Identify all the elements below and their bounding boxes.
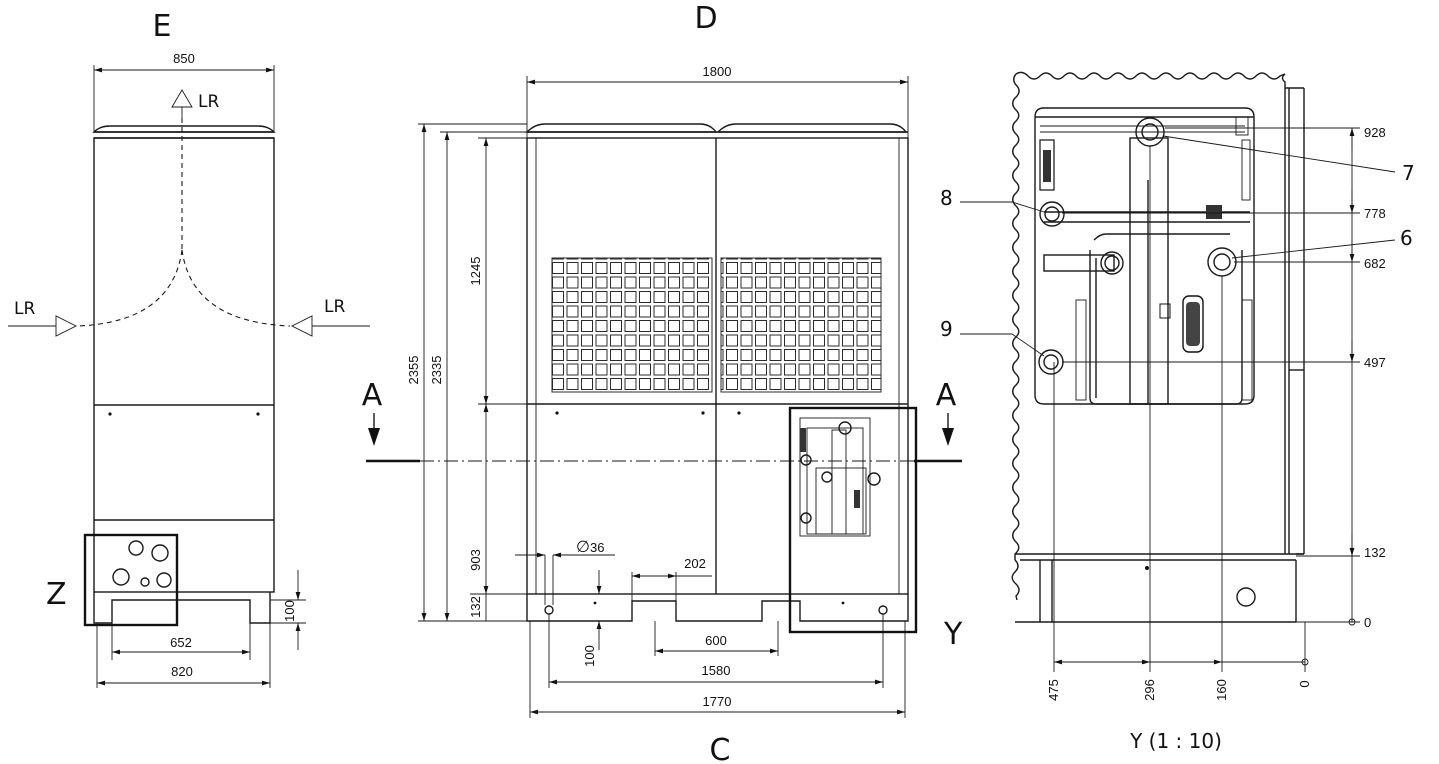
section-label-right: A bbox=[936, 378, 957, 413]
dim-820: 820 bbox=[171, 664, 193, 679]
dim-1580: 1580 bbox=[702, 663, 731, 678]
horiz-296: 296 bbox=[1142, 679, 1157, 701]
dim-36: 36 bbox=[590, 540, 604, 555]
dim-1245: 1245 bbox=[468, 257, 483, 286]
dim-850: 850 bbox=[173, 51, 195, 66]
section-arrow-right-icon bbox=[942, 428, 954, 446]
airflow-label-top: LR bbox=[198, 92, 219, 112]
dim-1800: 1800 bbox=[703, 64, 732, 79]
view-label-d: D bbox=[694, 1, 717, 36]
dim-600: 600 bbox=[705, 633, 727, 648]
view-label-e: E bbox=[153, 9, 172, 44]
height-0: 0 bbox=[1364, 615, 1371, 630]
detail-caption: Y (1 : 10) bbox=[1129, 729, 1222, 753]
unit-body-side bbox=[526, 137, 909, 595]
height-778: 778 bbox=[1364, 206, 1386, 221]
horiz-475: 475 bbox=[1046, 679, 1061, 701]
airflow-arrow-left-icon bbox=[290, 315, 313, 337]
front-view: E 850 LR LR LR bbox=[8, 9, 370, 688]
unit-body bbox=[93, 137, 275, 593]
callout-6: 6 bbox=[1400, 226, 1413, 250]
dim-1770: 1770 bbox=[703, 694, 732, 709]
detail-marker-z: Z bbox=[46, 577, 67, 612]
detail-marker-y: Y bbox=[943, 617, 963, 652]
airflow-arrow-right-icon bbox=[55, 315, 78, 337]
horiz-0: 0 bbox=[1297, 680, 1312, 687]
section-label-left: A bbox=[362, 378, 383, 413]
side-view: D C 1800 2355 2335 1245 bbox=[362, 1, 963, 764]
airflow-arrow-up-icon bbox=[171, 89, 193, 108]
airflow-label-right: LR bbox=[324, 297, 345, 317]
detail-view-y: 928 778 682 497 132 0 475 296 160 0 7 8 … bbox=[940, 71, 1415, 753]
view-label-c: C bbox=[710, 733, 731, 764]
horiz-160: 160 bbox=[1214, 679, 1229, 701]
callout-8: 8 bbox=[940, 186, 953, 210]
dim-202: 202 bbox=[684, 556, 706, 571]
diameter-symbol: ∅ bbox=[576, 539, 590, 556]
dim-132: 132 bbox=[468, 596, 483, 618]
dim-903: 903 bbox=[468, 549, 483, 571]
detail-box-y bbox=[788, 406, 918, 634]
connection-9 bbox=[1038, 349, 1064, 375]
connection-6 bbox=[1207, 247, 1237, 277]
dim-652: 652 bbox=[170, 635, 192, 650]
airflow-label-left: LR bbox=[14, 299, 35, 319]
dim-100-side: 100 bbox=[582, 645, 597, 667]
fan-grille-left bbox=[551, 257, 713, 393]
callout-7: 7 bbox=[1402, 161, 1415, 185]
dim-100-front: 100 bbox=[282, 600, 297, 622]
height-497: 497 bbox=[1364, 355, 1386, 370]
callout-9: 9 bbox=[940, 317, 953, 341]
section-arrow-left-icon bbox=[368, 428, 380, 446]
fan-grille-right bbox=[720, 257, 882, 393]
height-682: 682 bbox=[1364, 256, 1386, 271]
dim-2355: 2355 bbox=[406, 356, 421, 385]
height-132: 132 bbox=[1364, 545, 1386, 560]
height-928: 928 bbox=[1364, 125, 1386, 140]
dim-2335: 2335 bbox=[429, 356, 444, 385]
detail-box-z bbox=[83, 533, 179, 627]
connection-8 bbox=[1039, 201, 1065, 227]
